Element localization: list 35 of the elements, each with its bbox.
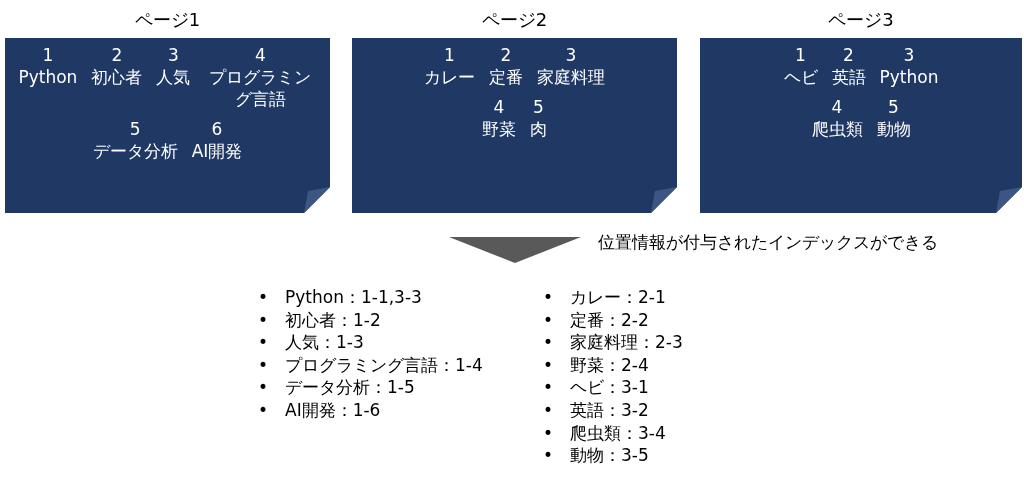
index-entry: • カレー：2-1 bbox=[543, 286, 667, 309]
keyword: 4 野菜 bbox=[482, 96, 516, 140]
index-entry: • プログラミング言語：1-4 bbox=[258, 353, 483, 377]
keyword: 1 Python bbox=[18, 44, 78, 89]
index-entry: • 英語：3-2 bbox=[543, 398, 650, 422]
index-entry: • 動物：3-5 bbox=[543, 444, 650, 467]
keyword: 4 プログラミング言語 bbox=[208, 44, 313, 110]
keyword: 3 家庭料理 bbox=[537, 44, 605, 88]
page-title: ページ1 bbox=[133, 8, 202, 32]
index-entry: • 初心者：1-2 bbox=[258, 308, 382, 332]
keyword: 5 動物 bbox=[876, 96, 911, 140]
keyword: 5 データ分析 bbox=[92, 118, 178, 162]
keyword: 6 AI開発 bbox=[191, 118, 243, 162]
note-text: 位置情報が付与されたインデックスができる bbox=[598, 231, 938, 254]
keyword: 4 爬虫類 bbox=[811, 96, 863, 140]
index-entry: • AI開発：1-6 bbox=[258, 398, 382, 422]
index-entry: • 人気：1-3 bbox=[258, 331, 365, 354]
arrow bbox=[448, 236, 581, 263]
keyword: 3 人気 bbox=[156, 44, 191, 89]
index-entry: • 野菜：2-4 bbox=[543, 353, 650, 377]
index-entry: • データ分析：1-5 bbox=[258, 376, 416, 399]
keyword: 1 ヘビ bbox=[783, 44, 818, 88]
index-entry: • 爬虫類：3-4 bbox=[543, 421, 667, 445]
page-title: ページ2 bbox=[480, 8, 549, 32]
keyword: 2 初心者 bbox=[91, 44, 143, 89]
keyword: 1 カレー bbox=[424, 44, 475, 88]
index-entry: • 定番：2-2 bbox=[543, 308, 650, 332]
keyword: 3 Python bbox=[879, 44, 939, 88]
keyword: 5 肉 bbox=[530, 96, 547, 140]
index-entry: • 家庭料理：2-3 bbox=[543, 331, 683, 354]
page-title: ページ3 bbox=[827, 8, 895, 32]
index-entry: • ヘビ：3-1 bbox=[543, 376, 650, 399]
keyword: 2 定番 bbox=[489, 44, 523, 88]
index-entry: • Python：1-1,3-3 bbox=[258, 286, 423, 309]
keyword: 2 英語 bbox=[831, 44, 866, 88]
